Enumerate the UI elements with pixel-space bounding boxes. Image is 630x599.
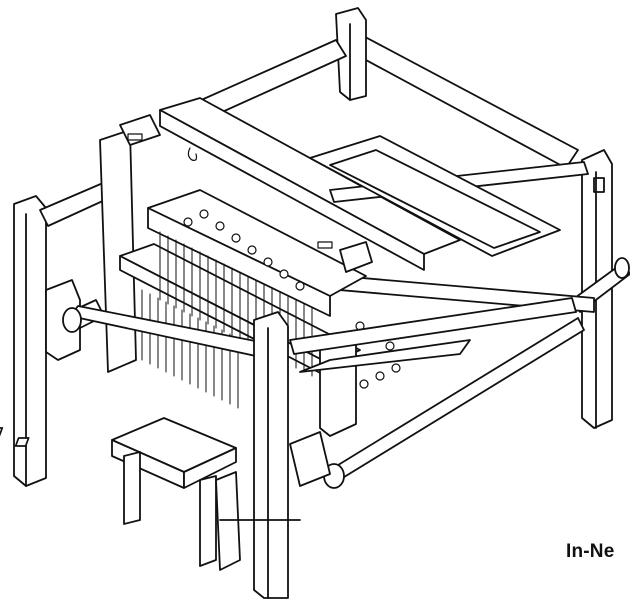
front-roller [62, 305, 471, 373]
treadle-bench [0, 417, 237, 567]
beater-frame [309, 135, 561, 257]
rear-lower-beam [289, 297, 577, 355]
lever-pegs [183, 209, 401, 389]
back-left-post [335, 7, 367, 101]
lower-long-rail [289, 317, 585, 489]
castle-crossbeam [159, 97, 461, 271]
treadle-frame [215, 471, 301, 571]
figure-caption: In-Ne [566, 541, 615, 562]
front-right-post [253, 311, 289, 599]
top-hooks [127, 133, 333, 249]
